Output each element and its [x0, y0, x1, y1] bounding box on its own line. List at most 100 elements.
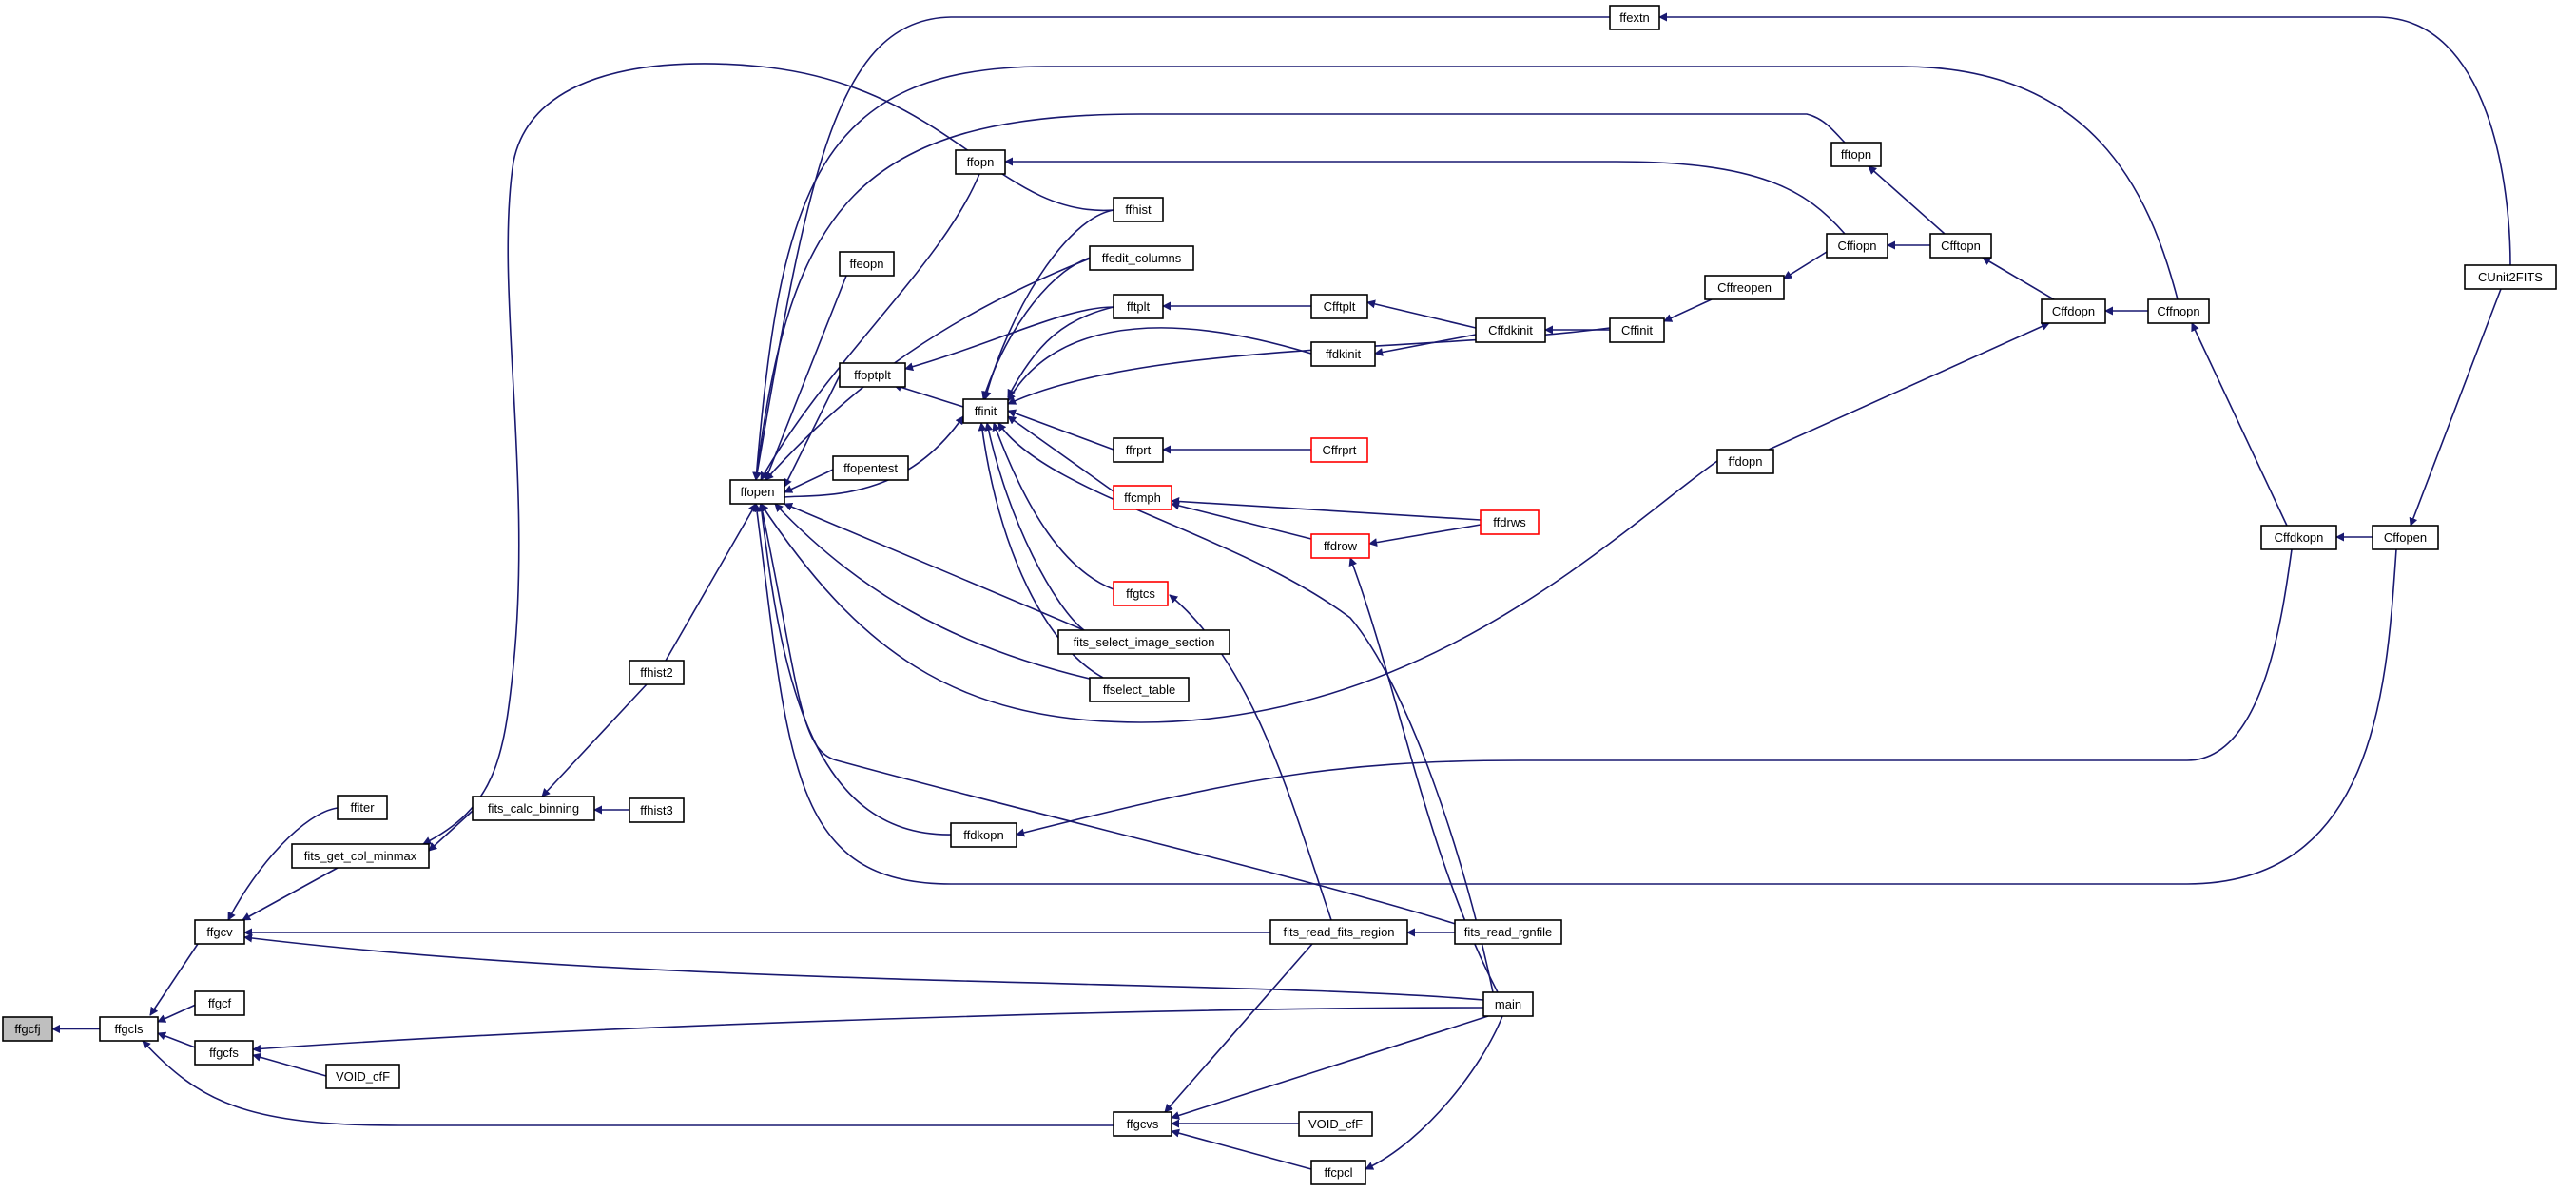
node-fftopn[interactable]: fftopn	[1830, 142, 1882, 167]
node-box[interactable]	[839, 251, 895, 277]
node-box[interactable]	[962, 398, 1009, 424]
node-box[interactable]	[1475, 317, 1546, 343]
node-ffhist2[interactable]: ffhist2	[629, 660, 685, 685]
node-box[interactable]	[194, 919, 245, 945]
node-box[interactable]	[629, 660, 685, 685]
node-cfftopn[interactable]: Cfftopn	[1929, 233, 1992, 259]
node-box[interactable]	[1113, 294, 1164, 319]
node-ffgcfs[interactable]: ffgcfs	[194, 1040, 254, 1066]
node-ffhist[interactable]: ffhist	[1113, 197, 1164, 222]
node-fits-read-rgnfile[interactable]: fits_read_rgnfile	[1454, 919, 1562, 945]
node-box[interactable]	[1716, 449, 1774, 474]
node-box[interactable]	[1113, 581, 1169, 606]
node-fits-read-fits-region[interactable]: fits_read_fits_region	[1269, 919, 1408, 945]
node-ffgtcs[interactable]: ffgtcs	[1113, 581, 1169, 606]
node-fits-calc-binning[interactable]: fits_calc_binning	[472, 796, 595, 821]
node-box[interactable]	[1704, 275, 1785, 300]
node-ffdrow[interactable]: ffdrow	[1310, 533, 1370, 559]
node-cffdopn[interactable]: Cffdopn	[2041, 298, 2106, 324]
node-box[interactable]	[194, 1040, 254, 1066]
node-box[interactable]	[629, 797, 685, 823]
node-ffgcf[interactable]: ffgcf	[194, 990, 245, 1016]
node-box[interactable]	[1113, 1111, 1172, 1137]
node-box[interactable]	[337, 795, 388, 820]
node-fits-select-image-section[interactable]: fits_select_image_section	[1057, 629, 1230, 655]
node-ffgcv[interactable]: ffgcv	[194, 919, 245, 945]
node-box[interactable]	[1826, 233, 1888, 259]
node-box[interactable]	[1113, 485, 1172, 510]
node-box[interactable]	[2147, 298, 2210, 324]
node-box[interactable]	[194, 990, 245, 1016]
node-cffnopn[interactable]: Cffnopn	[2147, 298, 2210, 324]
node-ffopn[interactable]: ffopn	[955, 149, 1006, 175]
node-ffedit-columns[interactable]: ffedit_columns	[1089, 245, 1194, 271]
node-ffcpcl[interactable]: ffcpcl	[1310, 1160, 1366, 1185]
node-ffopentest[interactable]: ffopentest	[832, 455, 909, 481]
node-box[interactable]	[2041, 298, 2106, 324]
node-main[interactable]: main	[1482, 991, 1534, 1017]
node-box[interactable]	[472, 796, 595, 821]
node-box[interactable]	[1609, 317, 1665, 343]
node-ffdkopn[interactable]: ffdkopn	[950, 822, 1017, 848]
node-void-cff[interactable]: VOID_cfF	[1298, 1111, 1373, 1137]
node-box[interactable]	[2372, 525, 2439, 550]
node-box[interactable]	[1310, 437, 1368, 463]
node-ffopen[interactable]: ffopen	[729, 479, 785, 505]
node-ffgcls[interactable]: ffgcls	[99, 1016, 159, 1042]
node-cffreopen[interactable]: Cffreopen	[1704, 275, 1785, 300]
node-box[interactable]	[1310, 533, 1370, 559]
node-box[interactable]	[2, 1016, 53, 1042]
node-cffinit[interactable]: Cffinit	[1609, 317, 1665, 343]
node-cunit2fits[interactable]: CUnit2FITS	[2464, 264, 2557, 290]
node-cffiopn[interactable]: Cffiopn	[1826, 233, 1888, 259]
node-ffextn[interactable]: ffextn	[1609, 5, 1660, 30]
node-cffrprt[interactable]: Cffrprt	[1310, 437, 1368, 463]
node-box[interactable]	[839, 362, 906, 388]
node-box[interactable]	[832, 455, 909, 481]
node-ffselect-table[interactable]: ffselect_table	[1089, 677, 1190, 702]
node-ffgcvs[interactable]: ffgcvs	[1113, 1111, 1172, 1137]
node-box[interactable]	[2260, 525, 2337, 550]
node-ffgcfj[interactable]: ffgcfj	[2, 1016, 53, 1042]
node-cffdkinit[interactable]: Cffdkinit	[1475, 317, 1546, 343]
node-box[interactable]	[99, 1016, 159, 1042]
node-ffrprt[interactable]: ffrprt	[1113, 437, 1164, 463]
node-box[interactable]	[1480, 509, 1540, 535]
node-ffiter[interactable]: ffiter	[337, 795, 388, 820]
node-box[interactable]	[1113, 437, 1164, 463]
node-fits-get-col-minmax[interactable]: fits_get_col_minmax	[291, 843, 430, 869]
node-box[interactable]	[1609, 5, 1660, 30]
node-box[interactable]	[2464, 264, 2557, 290]
node-box[interactable]	[1269, 919, 1408, 945]
node-cffdkopn[interactable]: Cffdkopn	[2260, 525, 2337, 550]
node-ffinit[interactable]: ffinit	[962, 398, 1009, 424]
node-box[interactable]	[1298, 1111, 1373, 1137]
node-box[interactable]	[325, 1064, 400, 1089]
node-box[interactable]	[1089, 677, 1190, 702]
node-box[interactable]	[1482, 991, 1534, 1017]
node-ffcmph[interactable]: ffcmph	[1113, 485, 1172, 510]
node-box[interactable]	[1113, 197, 1164, 222]
node-box[interactable]	[1454, 919, 1562, 945]
node-box[interactable]	[729, 479, 785, 505]
node-box[interactable]	[1057, 629, 1230, 655]
node-box[interactable]	[1310, 1160, 1366, 1185]
node-ffeopn[interactable]: ffeopn	[839, 251, 895, 277]
node-box[interactable]	[1830, 142, 1882, 167]
node-cffopen[interactable]: Cffopen	[2372, 525, 2439, 550]
node-cfftplt[interactable]: Cfftplt	[1310, 294, 1368, 319]
node-fftplt[interactable]: fftplt	[1113, 294, 1164, 319]
node-box[interactable]	[950, 822, 1017, 848]
node-box[interactable]	[955, 149, 1006, 175]
node-box[interactable]	[1089, 245, 1194, 271]
node-void-cff[interactable]: VOID_cfF	[325, 1064, 400, 1089]
node-ffdrws[interactable]: ffdrws	[1480, 509, 1540, 535]
node-box[interactable]	[291, 843, 430, 869]
node-box[interactable]	[1929, 233, 1992, 259]
node-box[interactable]	[1310, 294, 1368, 319]
node-ffoptplt[interactable]: ffoptplt	[839, 362, 906, 388]
node-box[interactable]	[1310, 341, 1376, 367]
node-ffhist3[interactable]: ffhist3	[629, 797, 685, 823]
node-ffdkinit[interactable]: ffdkinit	[1310, 341, 1376, 367]
node-ffdopn[interactable]: ffdopn	[1716, 449, 1774, 474]
